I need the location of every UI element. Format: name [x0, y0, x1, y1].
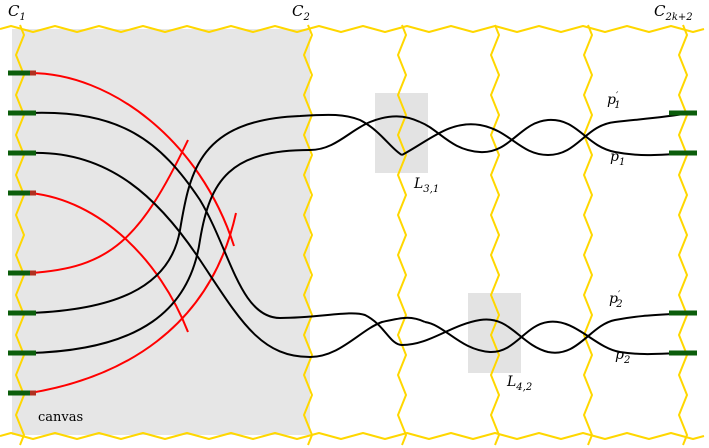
- black-curve-d: [29, 115, 421, 354]
- path-p1-prime: [401, 112, 691, 157]
- zigzag-column-5: [583, 24, 593, 446]
- red-curves: [29, 72, 237, 394]
- black-curve-c: [29, 113, 403, 314]
- black-curve-a: [29, 111, 403, 346]
- label-l42: L4,2: [506, 374, 532, 393]
- label-l31: L3,1: [413, 176, 439, 195]
- black-curve-b: [29, 151, 426, 359]
- terminals-left: [8, 70, 36, 396]
- zigzag-column-1: [15, 24, 25, 446]
- red-curve-3: [29, 139, 189, 274]
- label-c2k2: C2k+2: [654, 2, 693, 23]
- zigzag-column-3: [397, 24, 407, 446]
- label-c1: C1: [8, 2, 26, 23]
- red-curve-4: [29, 212, 237, 394]
- black-curves: [29, 111, 691, 359]
- label-canvas: canvas: [38, 410, 83, 425]
- zigzag-column-4: [490, 24, 500, 446]
- path-p2-prime: [401, 312, 691, 354]
- label-p1-prime: p′1: [607, 91, 621, 111]
- zigzag-bottom: [0, 432, 705, 440]
- red-curve-1: [29, 72, 235, 247]
- zigzag-column-2: [303, 24, 313, 446]
- label-p2-prime: p′2: [609, 290, 623, 310]
- canvas-region: [12, 29, 310, 435]
- zigzag-cycles: [0, 24, 705, 446]
- label-c2: C2: [292, 2, 310, 23]
- path-p2: [424, 320, 691, 356]
- zigzag-column-6: [678, 24, 688, 446]
- terminals-right: [669, 110, 697, 356]
- label-p2: p2: [615, 347, 630, 366]
- label-p1: p1: [610, 149, 625, 168]
- path-p1: [419, 118, 691, 157]
- zigzag-top: [0, 25, 705, 33]
